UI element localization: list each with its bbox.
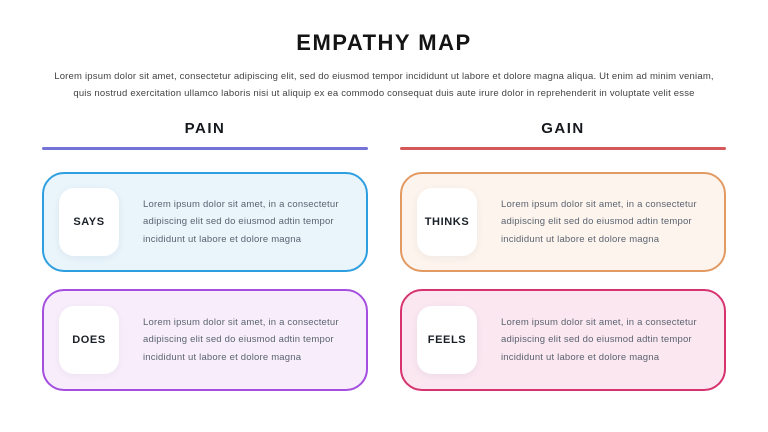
does-text: Lorem ipsum dolor sit amet, in a consect…	[143, 316, 339, 363]
thinks-label: THINKS	[424, 216, 470, 228]
column-header-gain: GAIN	[400, 120, 726, 150]
does-label-chip: DOES	[59, 306, 119, 374]
feels-label: FEELS	[427, 334, 467, 346]
columns-header: PAIN GAIN	[42, 120, 726, 150]
gain-header-underline	[400, 147, 726, 150]
subtitle-line-2: quis nostrud exercitation ullamco labori…	[73, 88, 695, 99]
says-label: SAYS	[73, 216, 105, 228]
does-label: DOES	[72, 334, 106, 346]
says-label-chip: SAYS	[59, 188, 119, 256]
card-says: SAYS Lorem ipsum dolor sit amet, in a co…	[42, 172, 368, 272]
page-subtitle: Lorem ipsum dolor sit amet, consectetur …	[39, 68, 729, 102]
card-does: DOES Lorem ipsum dolor sit amet, in a co…	[42, 289, 368, 391]
feels-label-chip: FEELS	[417, 306, 477, 374]
subtitle-line-1: Lorem ipsum dolor sit amet, consectetur …	[54, 71, 714, 82]
pain-header-underline	[42, 147, 368, 150]
page-title: EMPATHY MAP	[296, 30, 472, 55]
card-feels: FEELS Lorem ipsum dolor sit amet, in a c…	[400, 289, 726, 391]
says-text: Lorem ipsum dolor sit amet, in a consect…	[143, 198, 339, 245]
feels-text: Lorem ipsum dolor sit amet, in a consect…	[501, 316, 697, 363]
card-thinks: THINKS Lorem ipsum dolor sit amet, in a …	[400, 172, 726, 272]
thinks-label-chip: THINKS	[417, 188, 477, 256]
pain-header-label: PAIN	[184, 120, 226, 137]
thinks-text: Lorem ipsum dolor sit amet, in a consect…	[501, 198, 697, 245]
gain-header-label: GAIN	[541, 120, 585, 137]
column-header-pain: PAIN	[42, 120, 368, 150]
cards-grid: SAYS Lorem ipsum dolor sit amet, in a co…	[42, 172, 726, 391]
